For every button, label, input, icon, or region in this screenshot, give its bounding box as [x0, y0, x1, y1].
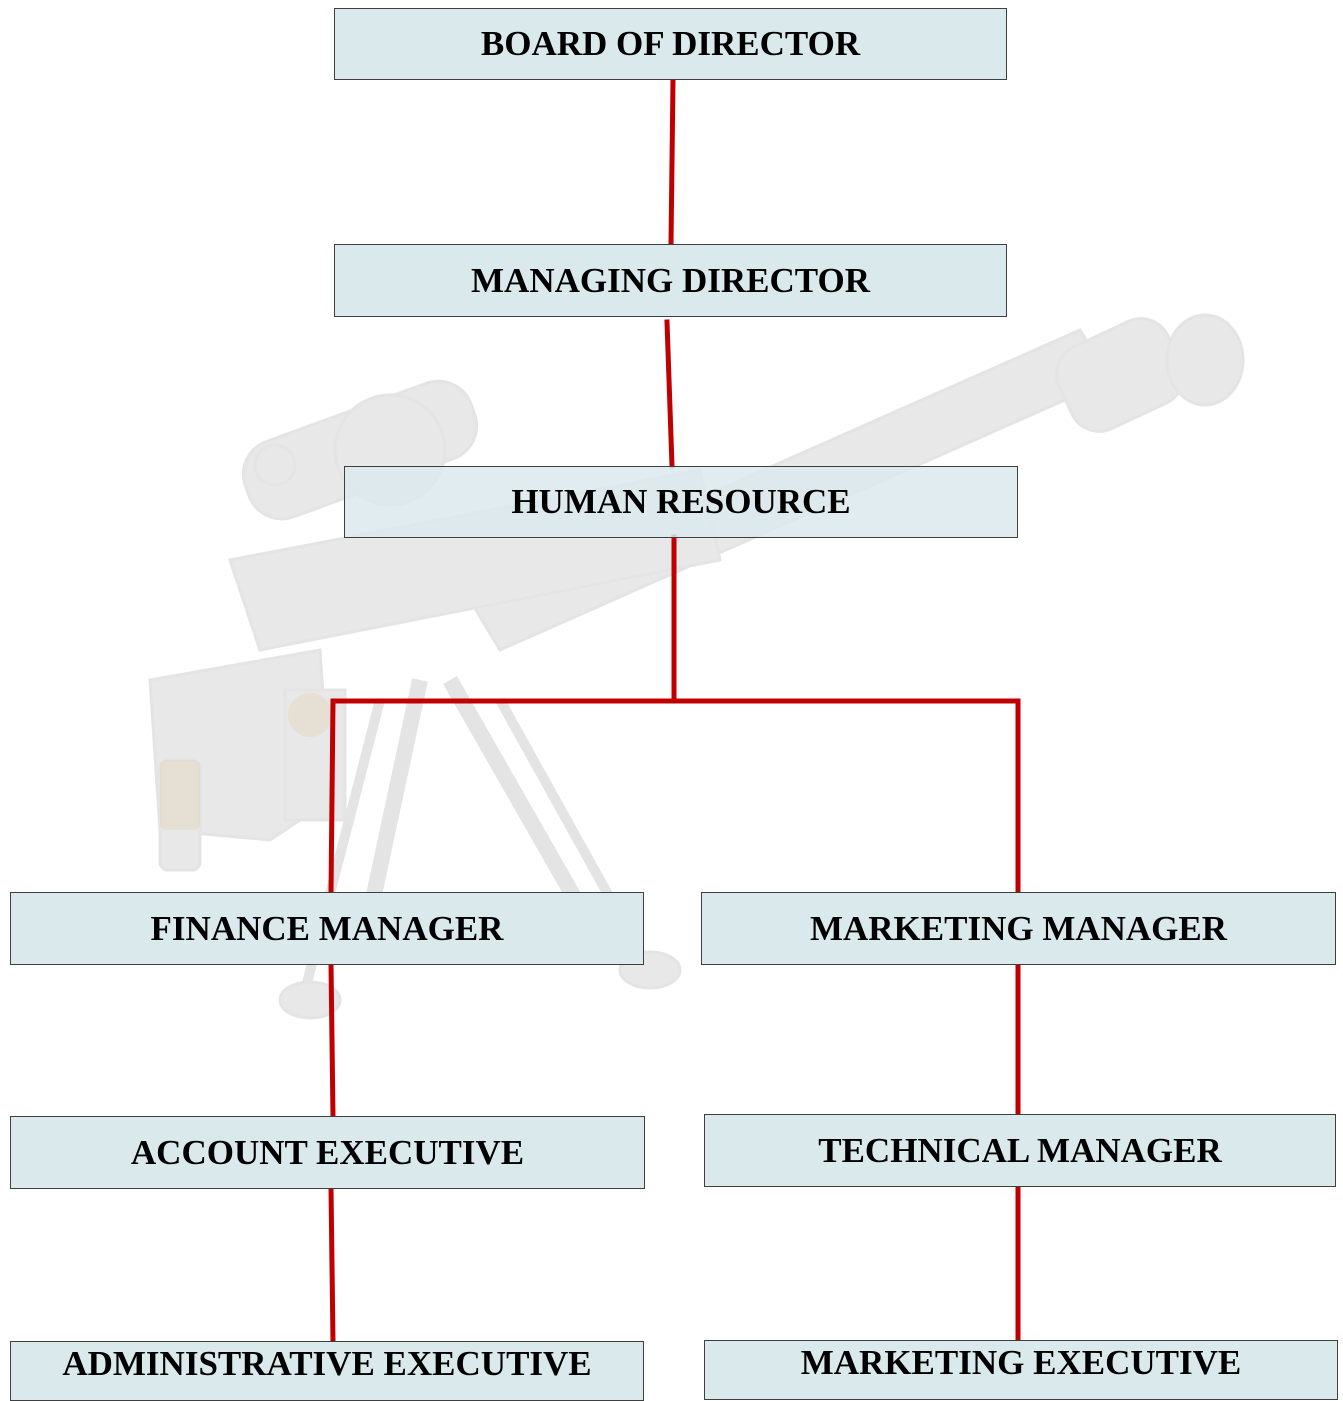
node-board-of-director: BOARD OF DIRECTOR — [334, 8, 1007, 80]
node-label: HUMAN RESOURCE — [511, 482, 851, 521]
edge-board-md — [668, 77, 676, 247]
node-managing-director: MANAGING DIRECTOR — [334, 244, 1007, 317]
node-label: MARKETING MANAGER — [809, 908, 1228, 948]
node-marketing-executive: MARKETING EXECUTIVE — [704, 1340, 1338, 1400]
node-label: FINANCE MANAGER — [150, 908, 504, 948]
edge-finance-account — [328, 961, 336, 1120]
node-label: ACCOUNT EXECUTIVE — [130, 1132, 525, 1172]
edge-split-finance — [328, 698, 336, 896]
node-finance-manager: FINANCE MANAGER — [10, 892, 644, 965]
node-label: BOARD OF DIRECTOR — [480, 24, 861, 63]
node-label: ADMINISTRATIVE EXECUTIVE — [62, 1344, 592, 1383]
node-label: MARKETING EXECUTIVE — [800, 1343, 1242, 1382]
node-label: MANAGING DIRECTOR — [471, 260, 870, 300]
node-account-executive: ACCOUNT EXECUTIVE — [10, 1116, 645, 1189]
node-administrative-executive: ADMINISTRATIVE EXECUTIVE — [10, 1341, 644, 1401]
node-marketing-manager: MARKETING MANAGER — [701, 892, 1336, 965]
node-human-resource: HUMAN RESOURCE — [344, 466, 1018, 538]
edge-md-hr — [664, 319, 675, 469]
node-label: TECHNICAL MANAGER — [818, 1130, 1222, 1170]
node-technical-manager: TECHNICAL MANAGER — [704, 1114, 1336, 1187]
edge-account-admin — [328, 1185, 336, 1345]
